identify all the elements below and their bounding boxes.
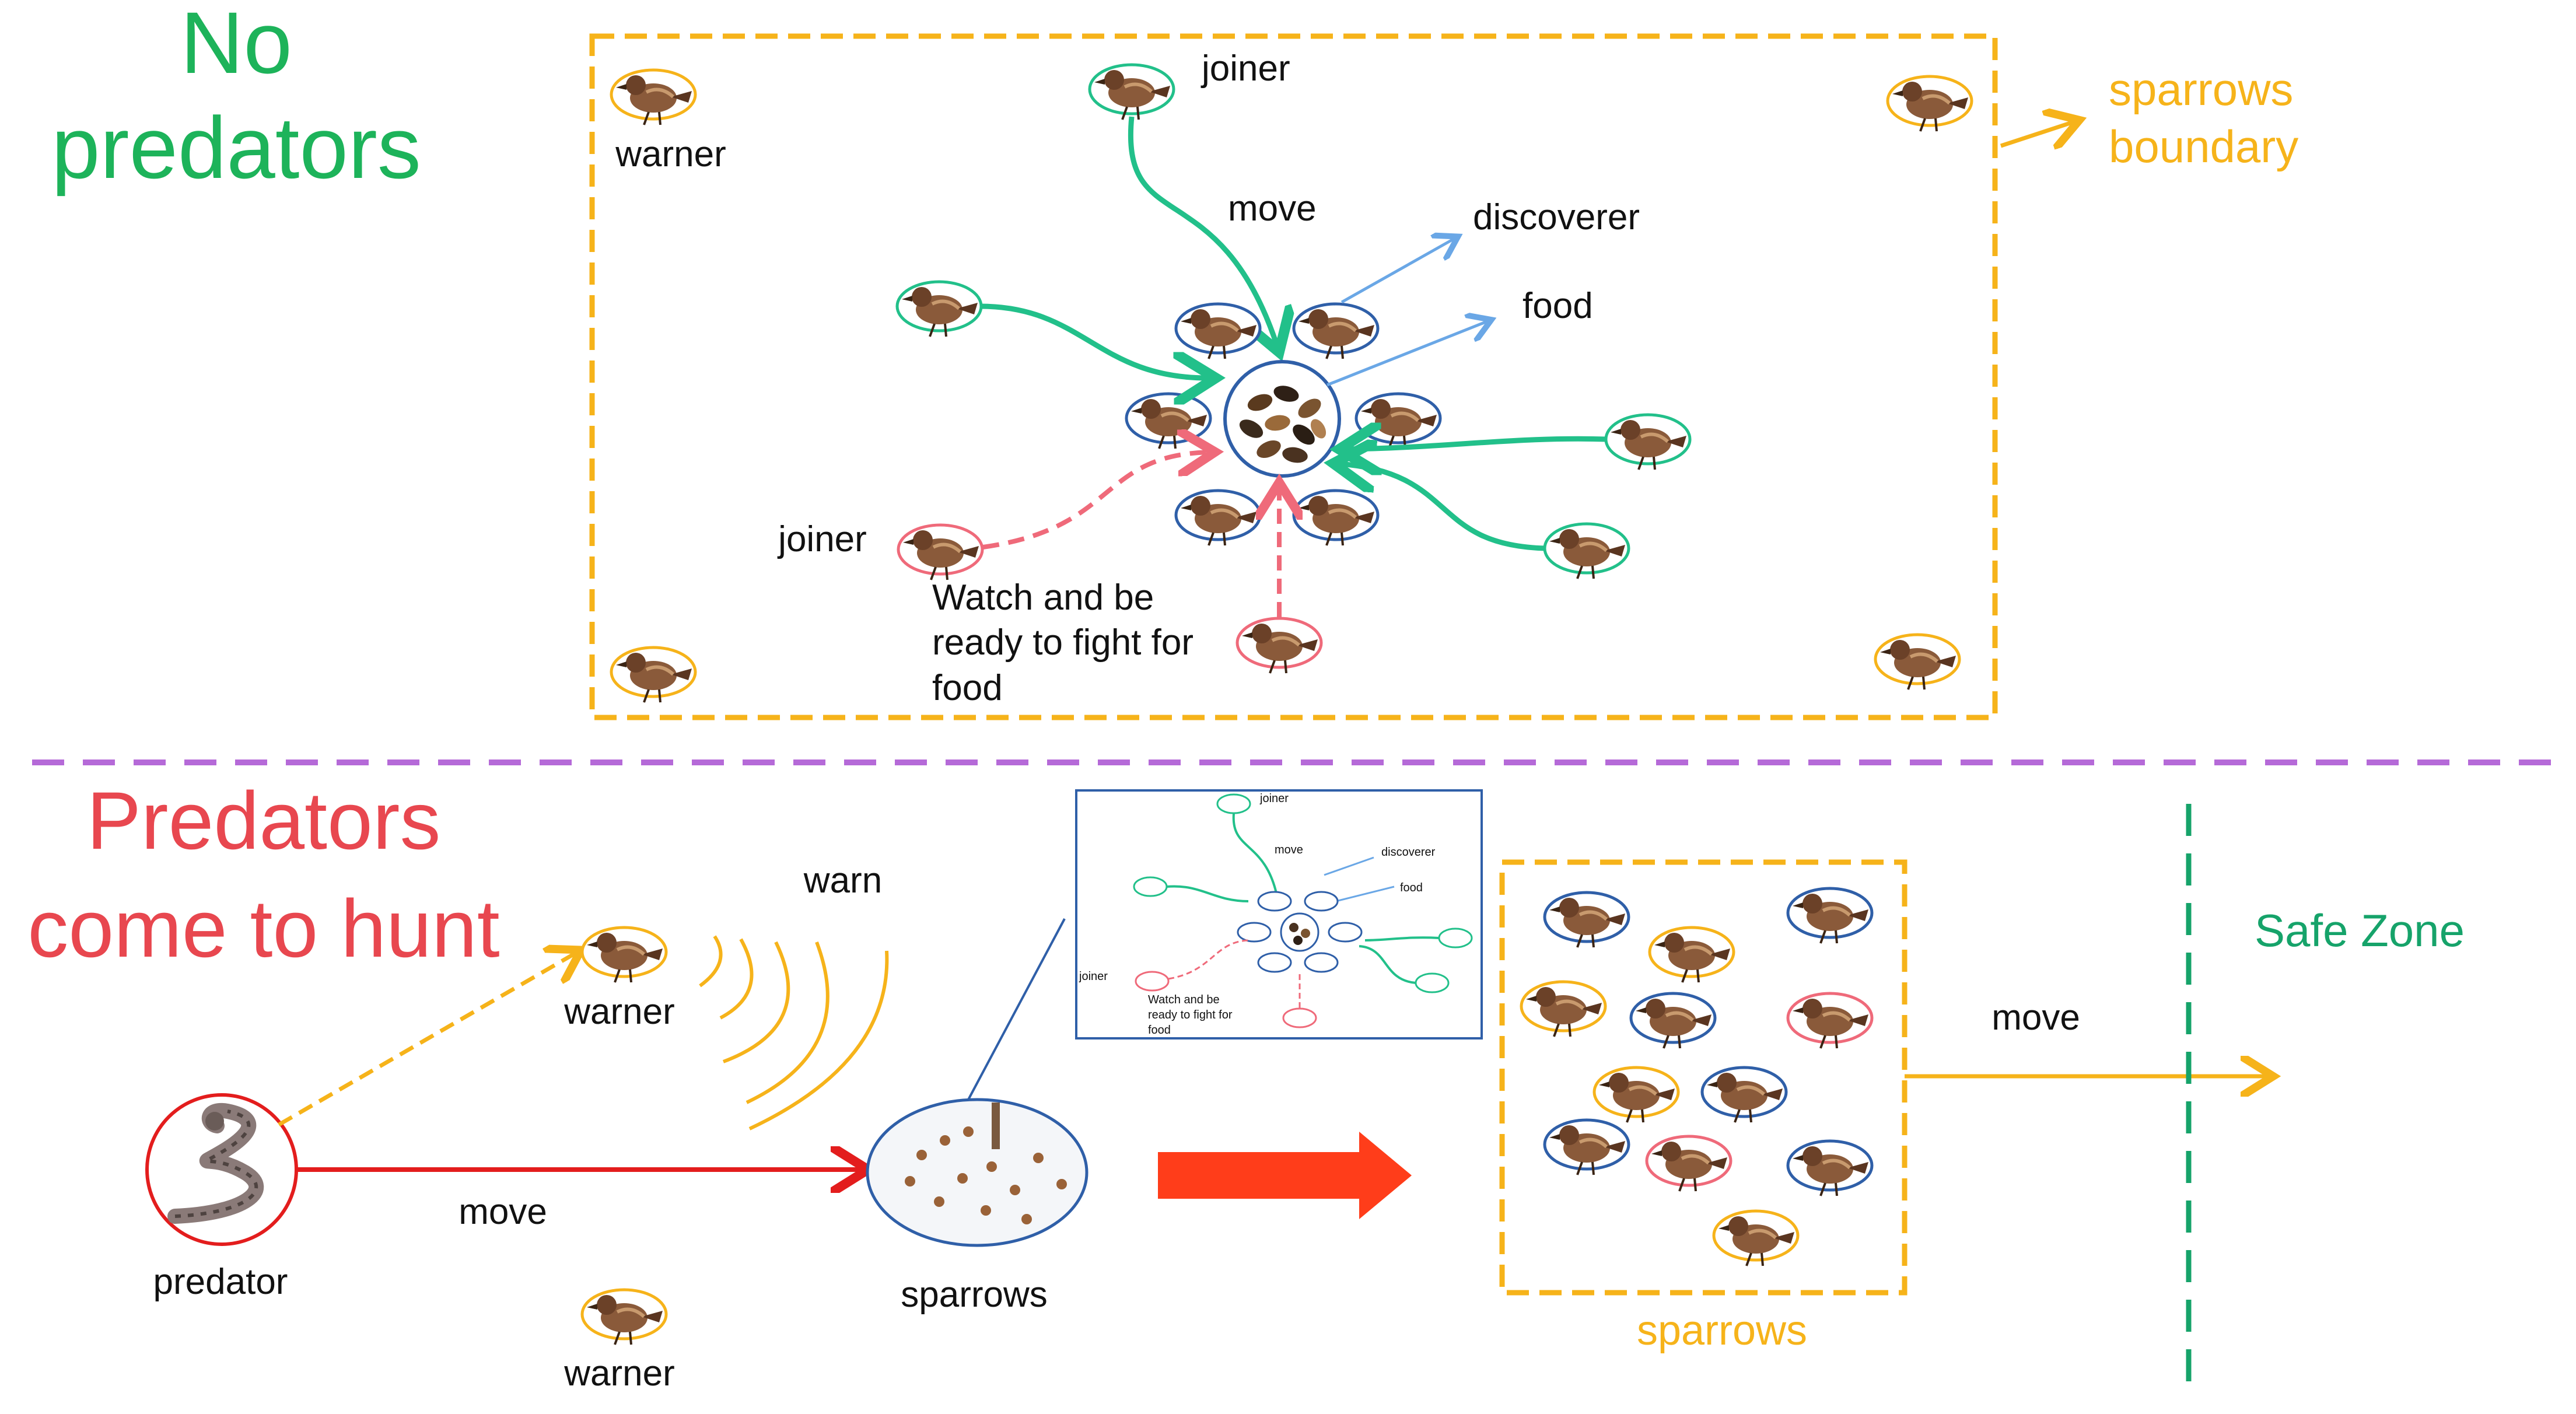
discoverer-1 [1174, 302, 1262, 359]
group-bird-6 [1786, 992, 1874, 1048]
predator-node [145, 1093, 298, 1246]
warner-lower [580, 1288, 668, 1345]
warn-label: warn [803, 860, 882, 901]
sound-wave-icon [699, 935, 889, 1130]
sparrows-group-box [1499, 859, 1908, 1296]
group-move-label: move [1992, 998, 2080, 1038]
group-bird-1 [1543, 891, 1630, 947]
group-bird-11 [1786, 1139, 1874, 1196]
inset-watch-line2: ready to fight for [1148, 1009, 1233, 1021]
inset-watch-line3: food [1148, 1024, 1171, 1037]
sparrows-group-label: sparrows [1637, 1307, 1807, 1354]
group-bird-3 [1786, 887, 1874, 943]
sparrows-photo-label: sparrows [901, 1275, 1048, 1315]
boundary-label-line1: sparrows [2109, 64, 2293, 115]
discoverer-label: discoverer [1473, 197, 1640, 237]
joiner-left-pink [897, 523, 984, 580]
inset-watch-line1: Watch and be [1148, 993, 1220, 1006]
group-bird-7 [1592, 1066, 1680, 1122]
joiner-left-green [895, 280, 983, 337]
warner-upper [580, 926, 668, 982]
snake-icon [167, 1102, 264, 1224]
group-bird-4 [1520, 980, 1607, 1037]
joiner-pink-watch-arrow [982, 452, 1210, 550]
discoverer-4 [1354, 392, 1442, 449]
no-predators-panel: No predators sparrows boundary warner [51, 0, 2298, 720]
inset-discoverer: discoverer [1381, 846, 1436, 859]
warner-top-left [610, 68, 697, 125]
discoverer-5 [1174, 489, 1262, 545]
inset-connector-line [967, 918, 1066, 1100]
sparrows-photo [866, 1098, 1088, 1247]
no-predators-title-line1: No [180, 0, 292, 92]
joiner-right-1-move-arrow [1345, 439, 1608, 449]
group-bird-8 [1700, 1066, 1788, 1122]
warner-top-right [1886, 75, 1973, 131]
safe-zone-label: Safe Zone [2255, 905, 2465, 956]
joiner-top-move-arrow [1128, 116, 1278, 347]
food-label: food [1522, 286, 1593, 326]
watch-label-line2: ready to fight for [932, 622, 1194, 663]
warner-lower-label: warner [564, 1353, 675, 1394]
food-pointer [1326, 321, 1489, 387]
joiner-right-green-2 [1543, 522, 1630, 579]
predators-title-line1: Predators [87, 775, 441, 866]
joiner-right-green-1 [1604, 413, 1692, 470]
inset-food: food [1400, 881, 1423, 894]
group-bird-5 [1629, 992, 1717, 1048]
seed-pile-icon [1239, 386, 1326, 463]
joiner-bottom-pink [1236, 617, 1323, 673]
sparrows-boundary-box [589, 33, 1998, 720]
predators-panel: Predators come to hunt predator move war… [27, 775, 2465, 1394]
predator-warn-arrow [278, 952, 578, 1127]
warner-bottom-right [1874, 633, 1961, 690]
food-cluster [1223, 360, 1341, 478]
discoverer-6 [1292, 489, 1380, 545]
watch-label-line1: Watch and be [932, 578, 1154, 618]
warner-label: warner [615, 134, 726, 174]
joiner-left-label: joiner [777, 519, 867, 559]
predator-move-label: move [459, 1192, 547, 1232]
inset-joiner-top: joiner [1259, 792, 1289, 805]
group-bird-9 [1543, 1118, 1630, 1175]
transition-arrow [1158, 1132, 1412, 1219]
boundary-pointer-arrow [2000, 121, 2076, 146]
no-predators-title-line2: predators [51, 99, 421, 197]
warner-bottom-left [610, 646, 697, 702]
discoverer-3 [1125, 392, 1212, 449]
joiner-left-move-arrow [979, 303, 1210, 378]
watch-label-line3: food [932, 668, 1003, 708]
group-bird-12 [1712, 1209, 1800, 1266]
predators-title-line2: come to hunt [27, 883, 499, 974]
predator-label: predator [153, 1262, 288, 1302]
discoverer-2 [1292, 302, 1380, 359]
group-bird-10 [1645, 1135, 1732, 1191]
warner-upper-label: warner [564, 992, 675, 1032]
group-bird-2 [1648, 926, 1735, 982]
inset-joiner-left: joiner [1079, 970, 1108, 983]
boundary-label-line2: boundary [2109, 121, 2298, 172]
inset-move: move [1275, 844, 1303, 856]
move-label: move [1228, 188, 1317, 229]
joiner-right-2-move-arrow [1339, 464, 1546, 551]
joiner-top-label: joiner [1200, 48, 1290, 89]
joiner-top [1088, 63, 1175, 120]
discoverer-pointer [1340, 238, 1455, 304]
inset-diagram: joiner move discoverer food joiner [1075, 789, 1483, 1040]
